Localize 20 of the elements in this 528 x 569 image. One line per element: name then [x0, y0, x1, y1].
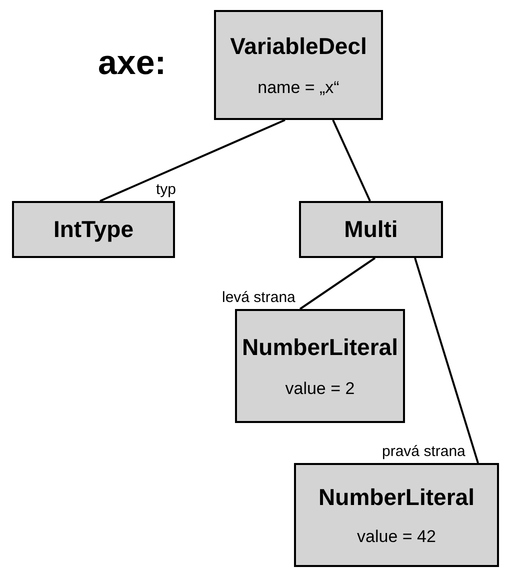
node-attribute: value = 42	[357, 526, 436, 546]
tree-node-box	[299, 201, 443, 258]
tree-node-box	[235, 309, 405, 423]
edge-label: pravá strana	[382, 444, 466, 460]
tree-node-box	[294, 463, 499, 567]
node-name: NumberLiteral	[242, 334, 398, 360]
edge-label: typ	[156, 182, 176, 198]
connector-line	[332, 120, 371, 202]
connector-line	[299, 257, 376, 310]
node-attribute: name = „x“	[258, 78, 340, 98]
node-name: NumberLiteral	[318, 484, 474, 510]
tree-node-box	[214, 10, 383, 120]
node-name: VariableDecl	[230, 32, 367, 60]
node-name: Multi	[344, 216, 398, 243]
node-name: IntType	[53, 216, 134, 243]
title: axe:	[98, 44, 166, 83]
connector-line	[100, 119, 286, 202]
tree-node-box	[12, 201, 175, 258]
node-attribute: value = 2	[285, 378, 355, 398]
connector-line	[414, 258, 479, 464]
